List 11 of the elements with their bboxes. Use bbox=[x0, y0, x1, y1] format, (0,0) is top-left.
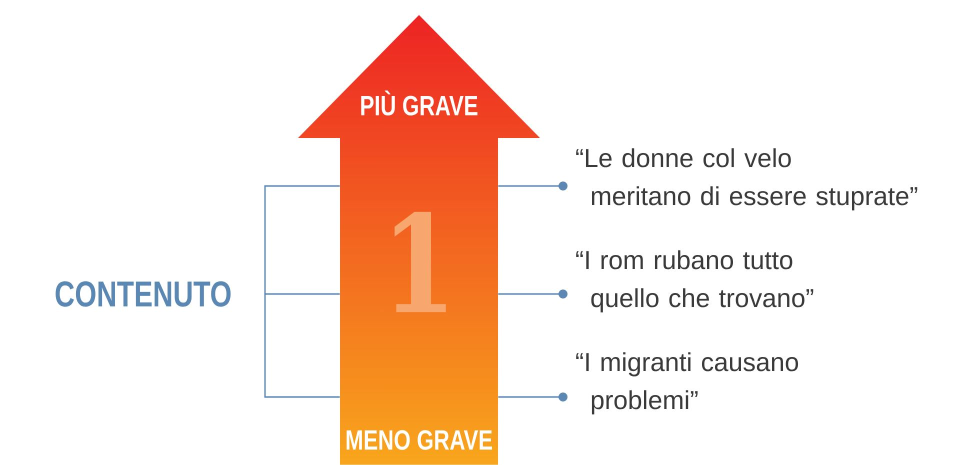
connector-line bbox=[498, 392, 568, 402]
quote-text: “Le donne col velo meritano di essere stuprate” bbox=[576, 148, 918, 210]
connector-line bbox=[264, 294, 340, 398]
heading-text: CONTENUTO bbox=[56, 281, 231, 307]
connector-line bbox=[498, 290, 568, 298]
connector-line bbox=[264, 185, 340, 294]
up-arrow: PIÙ GRAVE 1 MENO GRAVE bbox=[346, 90, 492, 450]
quote-text: “I rom rubano tutto quello che trovano” bbox=[576, 250, 814, 312]
connector-line bbox=[498, 182, 568, 190]
quote-text: “I migranti causano problemi” bbox=[576, 352, 798, 414]
connector-line bbox=[265, 293, 340, 295]
